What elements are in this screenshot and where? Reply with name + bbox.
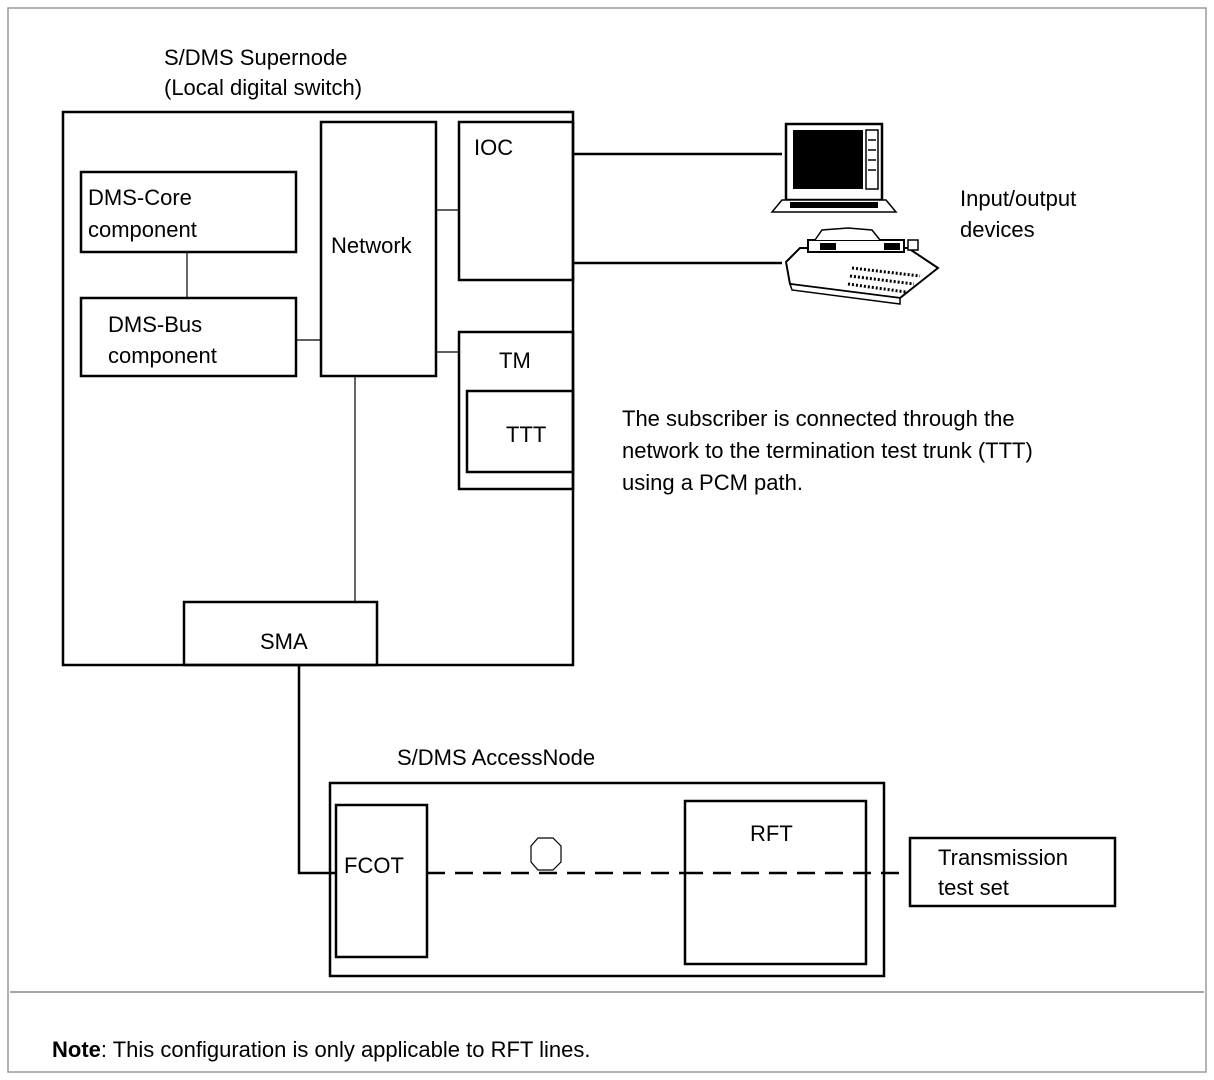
sma-label: SMA [260,629,308,654]
ioc-label: IOC [474,135,514,160]
rft-box [683,799,868,966]
description-line3: using a PCM path. [622,470,803,495]
dms-core-label-line2: component [88,217,197,242]
outer-frame [7,7,1207,1073]
dms-core-label-line1: DMS-Core [88,185,192,210]
fcot-label: FCOT [344,853,404,878]
supernode-title-line2: (Local digital switch) [164,75,363,100]
footnote: Note: This configuration is only applica… [52,1036,590,1063]
note-text: : This configuration is only applicable … [100,1037,591,1062]
connector-icon [530,837,562,871]
accessnode-box [328,781,886,978]
tm-label: TM [499,348,531,373]
description-line1: The subscriber is connected through the [622,406,1015,431]
dms-bus-box [79,296,298,378]
terminal-icon [770,122,898,213]
dms-bus-label-line1: DMS-Bus [108,312,203,337]
supernode-title-line1: S/DMS Supernode [164,45,348,70]
ttt-box [465,389,575,474]
accessnode-title: S/DMS AccessNode [397,745,596,770]
sma-fcot-link [297,665,336,875]
sma-box [182,600,379,667]
io-devices-label-line1: Input/output [960,186,1077,211]
note-label: Note [52,1037,101,1062]
transmission-test-set-label-line1: Transmission [938,845,1068,870]
transmission-test-set-box [908,836,1117,908]
transmission-test-set-label-line2: test set [938,875,1009,900]
ioc-box [457,120,575,282]
ttt-label: TTT [506,422,547,447]
network-label: Network [331,233,412,258]
io-devices-label-line2: devices [960,217,1035,242]
dms-core-box [79,170,298,254]
description-line2: network to the termination test trunk (T… [622,438,1033,463]
network-box [319,120,438,378]
fcot-box [334,803,429,959]
printer-icon [784,227,940,305]
dms-bus-label-line2: component [108,343,217,368]
rft-label: RFT [750,821,793,846]
